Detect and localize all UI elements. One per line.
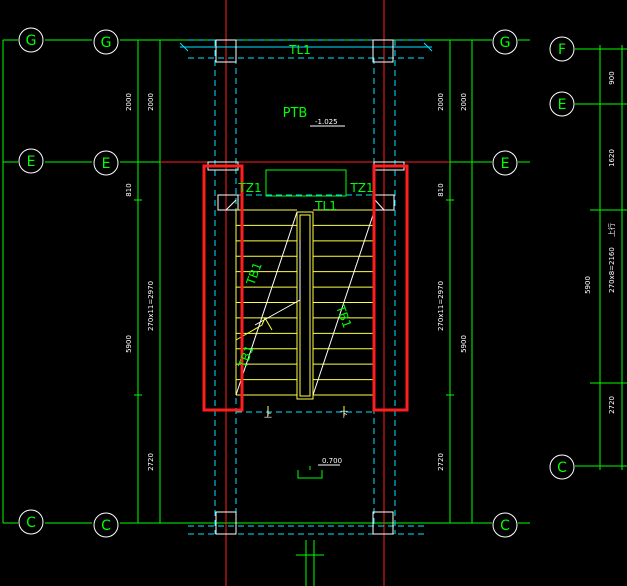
annot-level-top: -1.025 [315, 118, 338, 126]
axis-label-c-left: C [26, 515, 36, 531]
tl1-dim-line [179, 42, 433, 52]
dimension-labels-left: 2000 810 270x11=2970 5900 2720 2000 [125, 93, 155, 471]
axis-bubble-e-left [18, 148, 44, 174]
highlight-boxes [202, 164, 409, 412]
annot-tz1-right: TZ1 [349, 181, 373, 195]
dim-far-5900: 5900 [584, 276, 592, 294]
dim-left-5900: 5900 [125, 335, 133, 353]
axis-label-f-far: F [558, 42, 566, 58]
annot-tz1-left: TZ1 [237, 181, 261, 195]
column-bottom-right [372, 511, 394, 535]
annot-up-right: 上行 [607, 223, 616, 237]
axis-bubble-e-right [492, 150, 518, 176]
axis-label-g-inner: G [101, 35, 112, 51]
dimension-labels-right: 2000 810 270x11=2970 5900 2720 2000 [437, 93, 468, 471]
annot-tb1-left: TB1 [243, 260, 264, 288]
annotations: TL1 PTB -1.025 TL1 TZ1 TZ1 TB1 TB1 TB1 上… [235, 43, 374, 466]
axis-label-e-inner: E [102, 156, 111, 172]
axis-bubble-c-left [18, 509, 44, 535]
dim-left-2000b: 2000 [147, 93, 155, 111]
axis-bubble-g-inner [93, 29, 119, 55]
dim-far-2160: 270x8=2160 [608, 247, 616, 293]
axis-label-e-left: E [27, 154, 36, 170]
stair-outline [235, 210, 375, 400]
dim-far-900: 900 [608, 71, 616, 84]
dim-left-2000: 2000 [125, 93, 133, 111]
dim-far-2720: 2720 [608, 396, 616, 414]
axis-bubble-g-right [492, 29, 518, 55]
annot-up: 上 [264, 410, 272, 419]
dim-right-2970: 270x11=2970 [437, 281, 445, 331]
axis-label-c-far: C [557, 460, 567, 476]
annot-level-bottom: 0.700 [322, 457, 342, 465]
highlight-right [372, 164, 409, 412]
stair-well [296, 211, 314, 400]
axis-bubble-c-far [549, 454, 575, 480]
dim-right-2000: 2000 [437, 93, 445, 111]
flight-lines [225, 199, 385, 396]
axis-bubbles [18, 27, 575, 538]
axis-label-c-inner: C [101, 518, 111, 534]
axis-bubble-f-far [549, 36, 575, 62]
axis-label-e-right: E [501, 156, 510, 172]
mid-ticks [267, 406, 345, 416]
dim-far-1620: 1620 [608, 149, 616, 167]
highlight-left [202, 164, 244, 412]
annot-down: 下 [340, 410, 348, 419]
axis-grid-lines [2, 39, 627, 524]
dim-left-810: 810 [125, 183, 133, 196]
column-top-left [215, 39, 237, 63]
annot-tl1-mid: TL1 [314, 199, 337, 213]
dim-right-810: 810 [437, 183, 445, 196]
columns [207, 39, 405, 535]
column-top-right [372, 39, 394, 63]
dim-right-2720: 2720 [437, 453, 445, 471]
dim-right-2000b: 2000 [460, 93, 468, 111]
axis-bubble-e-inner [93, 150, 119, 176]
annot-tl1-top: TL1 [288, 43, 311, 57]
entry-marker [296, 540, 324, 586]
dim-left-2970: 270x11=2970 [147, 281, 155, 331]
axis-bubble-g-left [18, 27, 44, 53]
landing-beam-left [217, 194, 239, 211]
axis-bubble-e-far [549, 91, 575, 117]
stair-treads [236, 209, 374, 396]
column-bottom-left [215, 511, 237, 535]
axis-label-c-right: C [500, 518, 510, 534]
axis-bubble-c-inner [93, 512, 119, 538]
annot-tb1-left-lower: TB1 [235, 343, 256, 371]
axis-label-g-right: G [500, 35, 511, 51]
axis-bubble-labels: G E C G E C G E C F E C [26, 33, 568, 534]
dimension-labels-far: 900 1620 270x8=2160 5900 2720 上行 [584, 71, 616, 414]
axis-label-g-left: G [26, 33, 37, 49]
axis-bubble-c-right [492, 512, 518, 538]
annot-ptb: PTB [283, 106, 308, 121]
axis-label-e-far: E [558, 97, 567, 113]
platform-outline [265, 169, 347, 479]
dim-right-5900: 5900 [460, 335, 468, 353]
dim-left-2720: 2720 [147, 453, 155, 471]
